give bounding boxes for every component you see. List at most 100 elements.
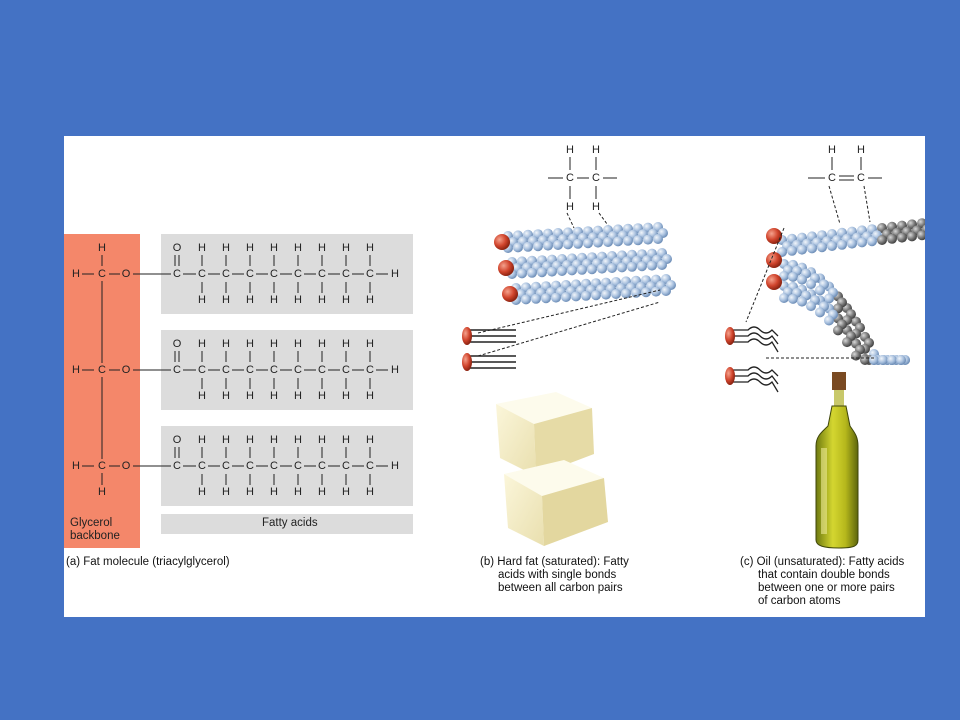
hydrocarbon-bead	[593, 237, 603, 248]
caption-c-line-1: (c) Oil (unsaturated): Fatty acids	[740, 556, 905, 568]
formula-c: C	[828, 172, 836, 184]
fatty-acid-h: H	[294, 338, 302, 350]
glycerol-top-h: H	[98, 242, 106, 254]
hydrocarbon-bead	[563, 239, 573, 250]
caption-panel-a: (a) Fat molecule (triacylglycerol)	[66, 556, 230, 568]
hydrocarbon-bead	[647, 260, 657, 271]
double-bond-bead	[907, 231, 917, 242]
fatty-acid-c: C	[198, 268, 206, 280]
hydrocarbon-bead	[581, 290, 591, 301]
hydrocarbon-bead	[591, 290, 601, 301]
hydrocarbon-bead	[817, 242, 827, 253]
hydrocarbon-bead	[797, 274, 807, 285]
fatty-acid-c: C	[366, 364, 374, 376]
hydrocarbon-bead	[627, 261, 637, 272]
hydrocarbon-bead	[787, 245, 797, 256]
hydrocarbon-bead	[573, 238, 583, 249]
glycerol-o: O	[122, 268, 131, 280]
hydrocarbon-bead	[788, 271, 798, 282]
double-bond-bead	[842, 337, 852, 348]
formula-c: C	[857, 172, 865, 184]
hydrocarbon-bead	[857, 237, 867, 248]
fatty-acid-c: C	[294, 460, 302, 472]
glycerol-head-bead	[494, 234, 510, 250]
terminal-h: H	[391, 268, 399, 280]
hydrocarbon-bead	[824, 315, 834, 326]
zoom-dash	[477, 301, 661, 357]
hydrocarbon-bead	[561, 292, 571, 302]
formula-h: H	[566, 144, 574, 156]
glycerol-label-line2: backbone	[70, 530, 120, 542]
fatty-acid-c: C	[318, 364, 326, 376]
fatty-acid-h: H	[270, 486, 278, 498]
hydrocarbon-bead	[553, 240, 563, 250]
formula-h: H	[566, 201, 574, 213]
fatty-acid-h: H	[198, 294, 206, 306]
fatty-acid-h: H	[294, 390, 302, 402]
hydrocarbon-bead	[601, 289, 611, 300]
caption-b-line-3: between all carbon pairs	[498, 582, 623, 594]
wavy-fatty-acid-tail	[732, 372, 779, 385]
hydrocarbon-bead	[641, 287, 651, 298]
glycerol-label-box	[64, 514, 140, 548]
fatty-acid-h: H	[270, 390, 278, 402]
fatty-acid-h: H	[342, 390, 350, 402]
glycerol-head-bead	[502, 286, 518, 302]
fatty-acid-h: H	[222, 486, 230, 498]
hydrocarbon-bead	[878, 355, 888, 365]
butter-blocks-image	[496, 392, 608, 546]
hydrocarbon-bead	[788, 293, 798, 304]
fatty-acid-h: H	[366, 338, 374, 350]
fatty-acid-h: H	[222, 242, 230, 254]
fatty-acid-c: C	[318, 460, 326, 472]
formula-c: C	[592, 172, 600, 184]
wavy-fatty-acid-tail	[732, 338, 779, 353]
fatty-acid-h: H	[246, 486, 254, 498]
glycerol-head-lollipop-1	[725, 327, 735, 345]
double-bond-bead	[851, 350, 861, 361]
hydrocarbon-bead	[521, 294, 531, 305]
caption-panel-b: (b) Hard fat (saturated): Fatty acids wi…	[480, 556, 629, 595]
glycerol-c: C	[98, 364, 106, 376]
fatty-acid-h: H	[318, 338, 326, 350]
hydrocarbon-bead	[513, 242, 523, 253]
fatty-acid-h: H	[222, 434, 230, 446]
fatty-acid-c: C	[342, 460, 350, 472]
fatty-acid-c: C	[342, 268, 350, 280]
fatty-acid-h: H	[366, 294, 374, 306]
caption-b-line-2: acids with single bonds	[498, 569, 617, 581]
hydrocarbon-bead	[815, 285, 825, 296]
fatty-acid-h: H	[366, 434, 374, 446]
fatty-acid-h: H	[198, 338, 206, 350]
glycerol-head-lollipop-2	[725, 367, 735, 385]
fatty-acid-h: H	[270, 434, 278, 446]
fatty-acid-h: H	[342, 338, 350, 350]
hydrocarbon-bead	[523, 241, 533, 252]
fatty-acid-h: H	[366, 486, 374, 498]
hydrocarbon-bead	[657, 260, 667, 270]
hydrocarbon-bead	[896, 355, 906, 365]
double-bond-bead	[897, 232, 907, 243]
double-bond-bead	[917, 218, 925, 229]
zoom-dash	[863, 185, 871, 223]
fatty-acid-h: H	[366, 242, 374, 254]
hydrocarbon-bead	[547, 266, 557, 277]
fatty-acid-h: H	[198, 242, 206, 254]
fatty-acid-h: H	[222, 390, 230, 402]
zoom-dash	[566, 212, 575, 229]
hydrocarbon-bead	[824, 293, 834, 304]
fatty-acid-h: H	[342, 486, 350, 498]
caption-c-line-4: of carbon atoms	[758, 595, 841, 607]
fatty-acids-label: Fatty acids	[262, 517, 318, 529]
fatty-acid-h: H	[318, 294, 326, 306]
fatty-acid-c: C	[270, 268, 278, 280]
fatty-acid-c: C	[342, 364, 350, 376]
fatty-acid-h: H	[318, 390, 326, 402]
glycerol-c: C	[98, 268, 106, 280]
hydrocarbon-bead	[617, 262, 627, 273]
